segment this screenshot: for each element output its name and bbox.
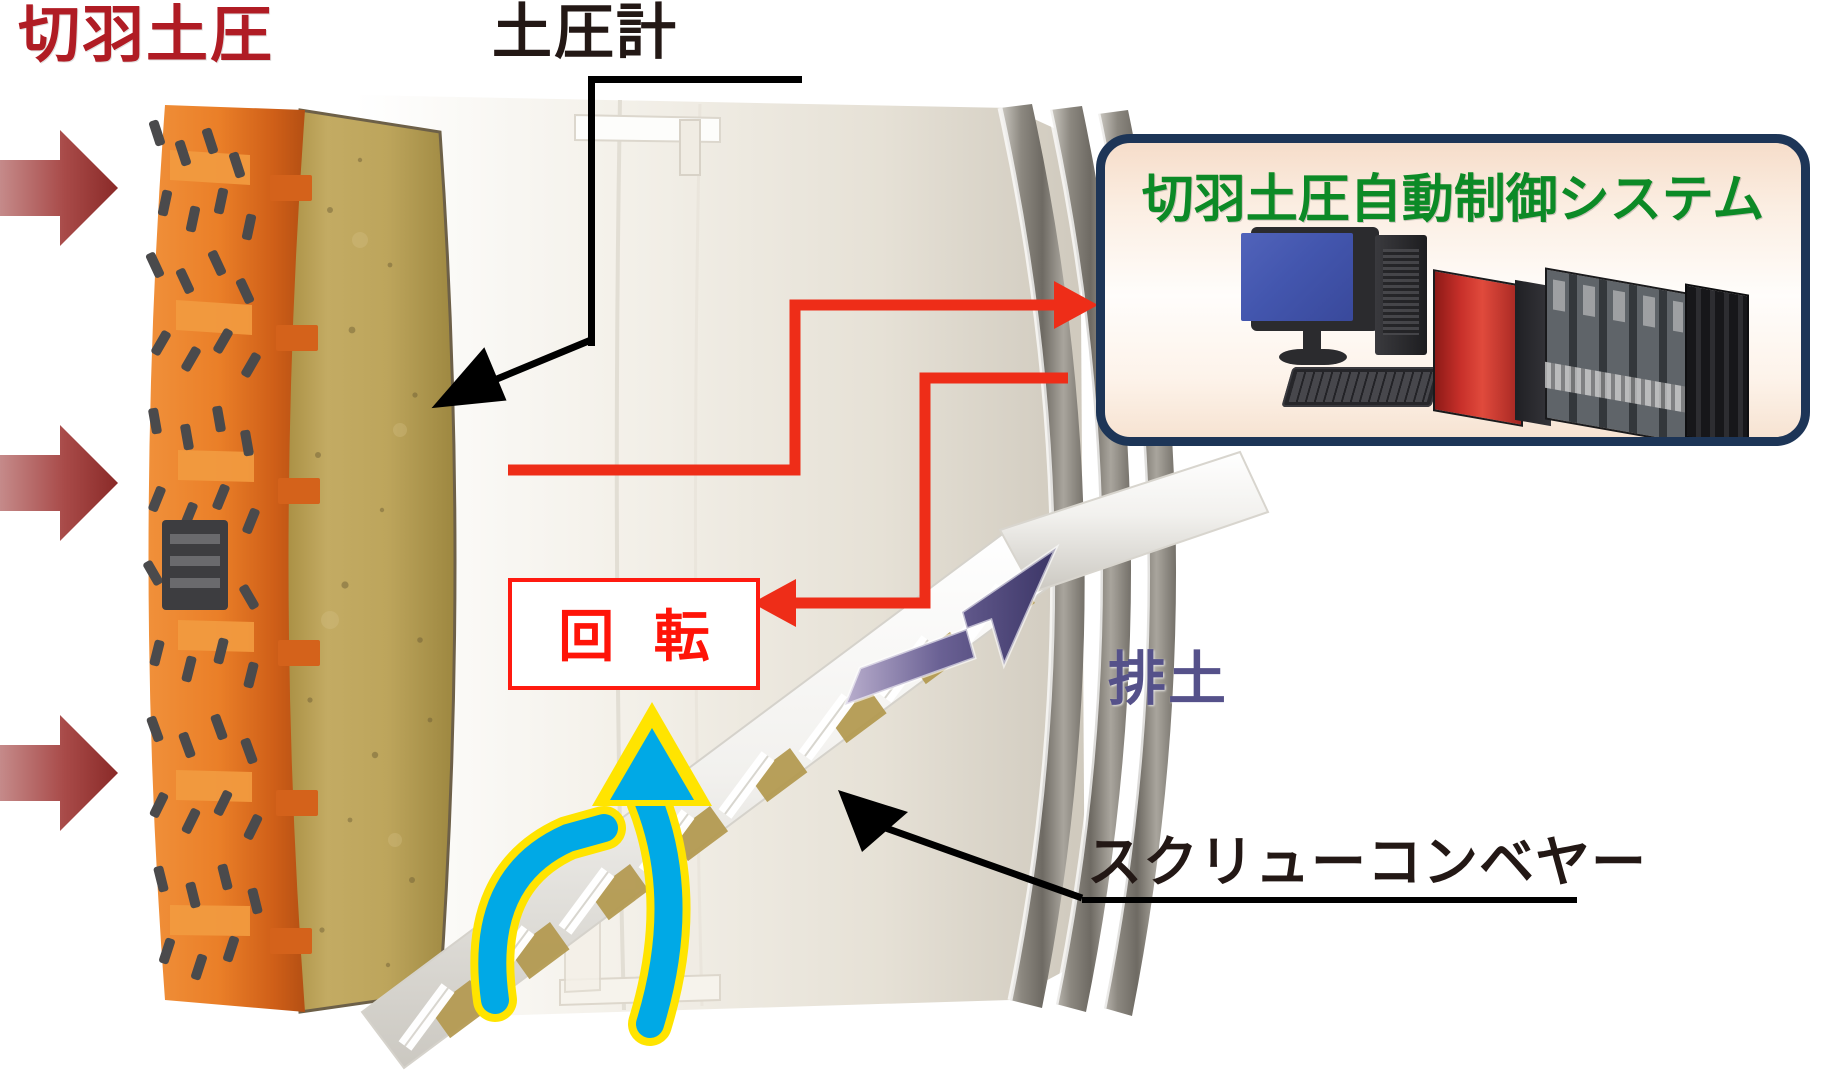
- label-face-earth-pressure: 切羽土圧: [18, 0, 275, 71]
- label-screw-conveyor: スクリューコンベヤー: [1087, 830, 1648, 894]
- excavated-soil-chamber: [283, 108, 457, 1014]
- monitor-neck: [1303, 331, 1321, 353]
- discharge-arrow: [842, 543, 1060, 708]
- plc-power-supply-icon: [1433, 269, 1523, 427]
- control-system-title: 切羽土圧自動制御システム: [1141, 170, 1765, 230]
- cutter-head: [143, 105, 320, 1012]
- control-equipment-illustration: [1233, 225, 1793, 437]
- label-earth-pressure-gauge: 土圧計: [492, 0, 678, 68]
- keyboard-keys: [1288, 372, 1436, 402]
- gauge-leader-line-vertical: [588, 76, 595, 346]
- control-system-box: 切羽土圧自動制御システム: [1096, 134, 1810, 446]
- label-soil-discharge: 排土: [1108, 645, 1229, 713]
- face-pressure-arrows: [0, 130, 118, 831]
- rotation-arrow: [470, 702, 712, 1046]
- plc-expansion-rack-icon: [1685, 283, 1749, 437]
- pc-tower-vents: [1383, 249, 1419, 335]
- rotation-label: 回 転: [558, 604, 720, 670]
- screw-leader-line: [1082, 897, 1577, 903]
- monitor-base: [1279, 349, 1347, 365]
- signal-arrow-heads: [752, 281, 1098, 627]
- signal-arrows: [508, 299, 1068, 609]
- shield-body: [355, 95, 1085, 1020]
- rotation-callout-box: 回 転: [508, 578, 760, 690]
- screw-conveyor: [360, 450, 1270, 1070]
- gauge-leader-line-horizontal: [588, 76, 802, 83]
- monitor-screen: [1241, 233, 1353, 321]
